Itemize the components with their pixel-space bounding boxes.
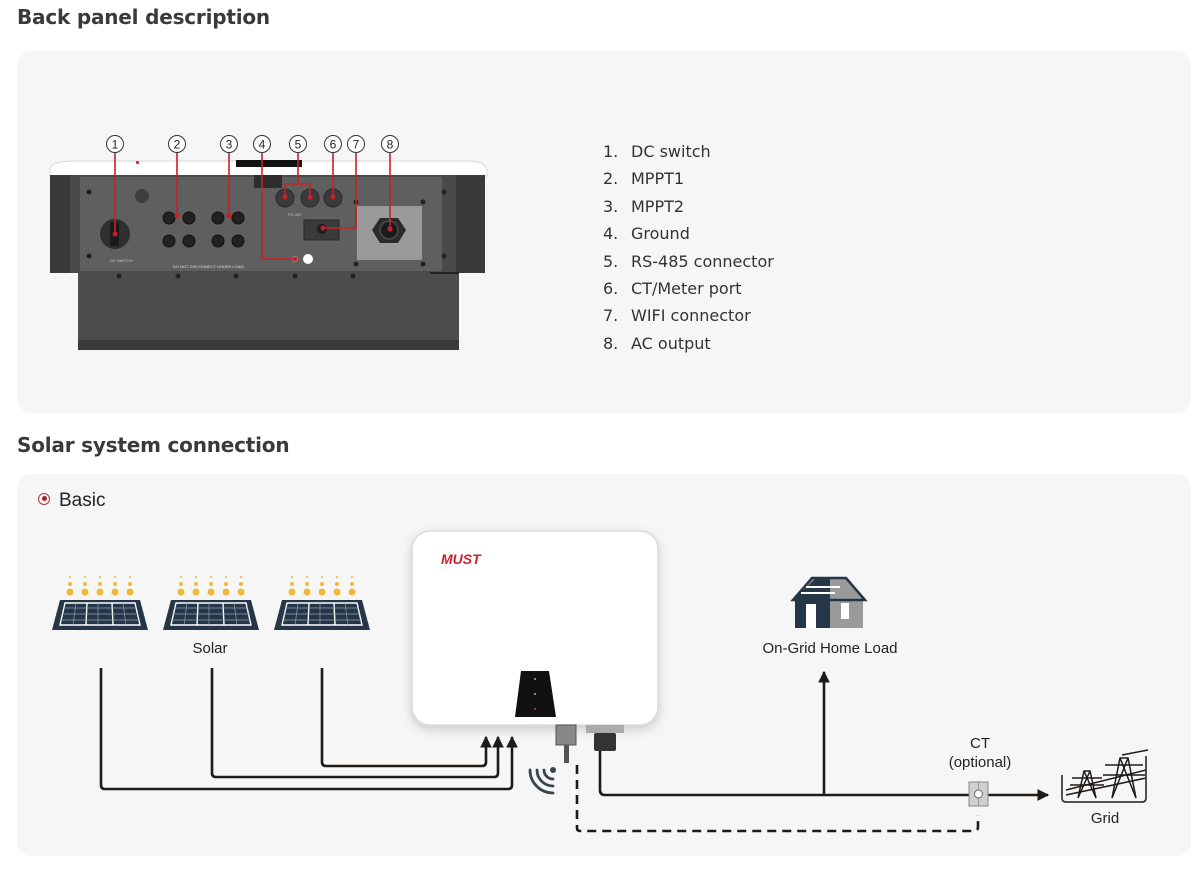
solar-panel-3-icon: [273, 575, 371, 631]
legend-item: 8.AC output: [603, 333, 711, 353]
callout-8: [381, 135, 399, 153]
legend-item: 1.DC switch: [603, 142, 711, 161]
legend-item: 5.RS-485 connector: [603, 251, 774, 271]
callout-6: [324, 135, 342, 153]
house-icon: [790, 576, 868, 628]
callout-7: [347, 135, 365, 153]
callout-4: [253, 135, 271, 153]
inverter-icon: [411, 530, 659, 726]
wifi-signal-icon: [528, 767, 556, 795]
home-load-label: On-Grid Home Load: [762, 640, 898, 657]
legend-item: 4.Ground: [603, 224, 690, 244]
callout-number: 4: [259, 138, 266, 152]
ct-title: CT: [970, 735, 990, 752]
legend-item: 6.CT/Meter port: [603, 278, 742, 298]
solar-label: Solar: [192, 640, 228, 657]
rs485-label: RS-485: [288, 212, 302, 217]
warning-label: DO NOT DISCONNECT UNDER LOAD!: [173, 264, 244, 269]
back-panel-legend: 1.DC switch 2.MPPT1 3.MPPT2 4.Ground 5.R…: [603, 138, 774, 357]
solar-wire-1: [99, 668, 518, 791]
solar-panel-1-icon: [51, 575, 149, 631]
ct-optional: (optional): [948, 754, 1012, 771]
callout-3: [220, 135, 238, 153]
legend-item: 2.MPPT1: [603, 169, 685, 189]
legend-item: 3.MPPT2: [603, 196, 685, 216]
ac-wire: [598, 751, 1050, 801]
back-panel-title: Back panel description: [17, 5, 270, 29]
callout-number: 1: [112, 138, 119, 152]
callout-1: [106, 135, 124, 153]
callout-2: [168, 135, 186, 153]
brand-logo: MUST: [441, 551, 482, 567]
radio-selected-icon[interactable]: [38, 492, 50, 505]
callout-5: [289, 135, 307, 153]
solar-connection-title: Solar system connection: [17, 433, 290, 457]
grid-towers-icon: [1061, 749, 1149, 803]
callout-number: 2: [174, 138, 181, 152]
callout-number: 7: [353, 138, 360, 152]
callout-number: 6: [330, 138, 337, 152]
solar-wire-3: [320, 668, 492, 768]
mode-option-basic[interactable]: Basic: [38, 490, 105, 512]
solar-panel-2-icon: [162, 575, 260, 631]
solar-wire-2: [210, 668, 504, 779]
callout-number: 5: [295, 138, 302, 152]
ct-signal-wire: [575, 765, 980, 833]
ct-label: CT (optional): [940, 734, 1020, 772]
legend-item: 7.WIFI connector: [603, 306, 751, 326]
grid-label: Grid: [1090, 810, 1120, 827]
inverter-back-panel-illustration: DC SWITCH DO NOT DISCONNECT UNDER LOAD! …: [49, 135, 488, 350]
dc-switch-label: DC SWITCH: [110, 258, 133, 263]
callout-number: 3: [226, 138, 233, 152]
callout-number: 8: [387, 138, 394, 152]
mode-label: Basic: [59, 490, 106, 511]
